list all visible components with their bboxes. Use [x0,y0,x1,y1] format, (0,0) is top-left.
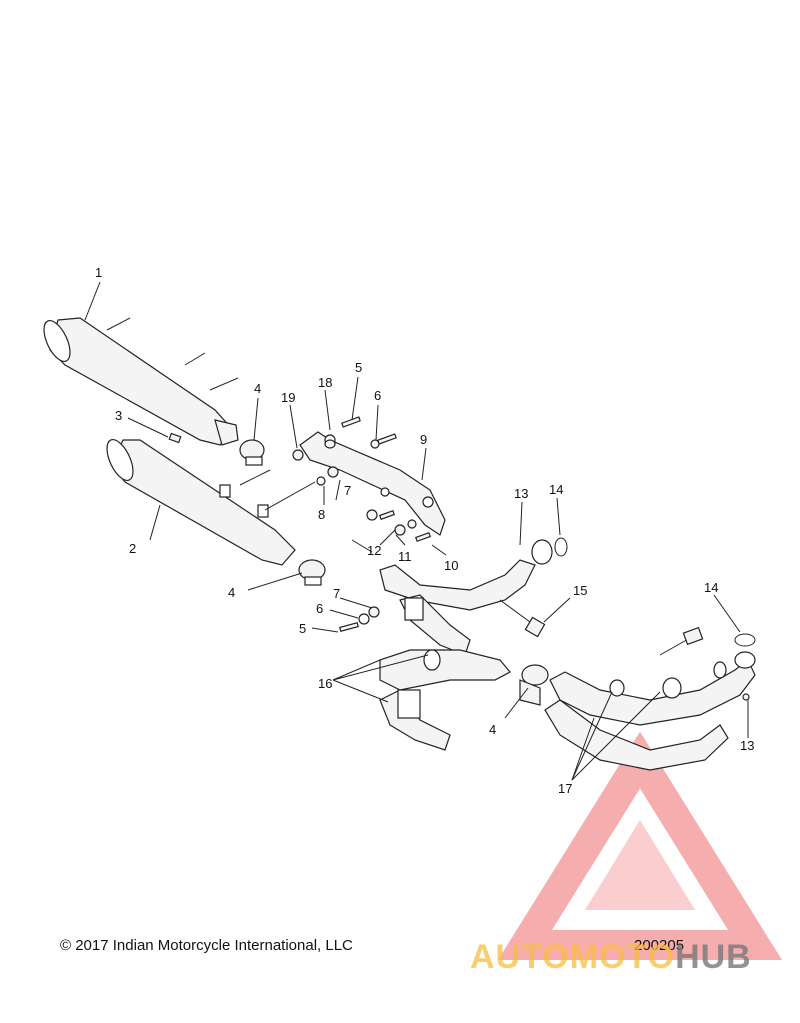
clamp-upper [239,439,265,466]
callout-labels: 1 2 3 4 4 4 5 5 6 6 7 7 8 9 10 11 12 13 … [95,265,754,796]
copyright-notice: © 2017 Indian Motorcycle International, … [60,937,353,954]
callout-14-lower: 14 [704,580,718,595]
callout-5-lower: 5 [299,621,306,636]
rear-header-pipes [379,539,553,751]
callout-7-upper: 7 [344,483,351,498]
callout-17: 17 [558,781,572,796]
callout-13-lower: 13 [740,738,754,753]
watermark-text-part2: HUB [675,938,752,976]
gaskets [554,537,756,647]
watermark-text: AUTOMOTOHUB [470,938,752,977]
callout-3: 3 [115,408,122,423]
callout-10: 10 [444,558,458,573]
front-header-pipes [544,651,756,771]
upper-muffler [43,317,239,446]
callout-4-middle: 4 [228,585,235,600]
screw-3 [168,432,182,444]
leader-lines [84,281,749,781]
callout-16: 16 [318,676,332,691]
callout-18: 18 [318,375,332,390]
callout-7-lower: 7 [333,586,340,601]
callout-6-lower: 6 [316,601,323,616]
callout-6-upper: 6 [374,388,381,403]
callout-1: 1 [95,265,102,280]
callout-2: 2 [129,541,136,556]
callout-4-upper: 4 [254,381,261,396]
callout-4-lower: 4 [489,722,496,737]
clamp-middle [298,559,326,586]
callout-9: 9 [420,432,427,447]
hardware [292,416,750,701]
watermark-text-part1: AUTOMOTO [470,938,676,976]
callout-13-upper: 13 [514,486,528,501]
callout-8: 8 [318,507,325,522]
callout-15: 15 [573,583,587,598]
callout-12: 12 [367,543,381,558]
oxygen-sensors [499,599,704,656]
watermark-logo [498,731,782,960]
figure-number: 200205 [634,937,685,954]
lower-muffler [106,439,316,566]
clamp-lower [519,664,549,706]
callout-19: 19 [281,390,295,405]
callout-14-upper: 14 [549,482,563,497]
callout-11: 11 [398,549,412,564]
callout-5-upper: 5 [355,360,362,375]
